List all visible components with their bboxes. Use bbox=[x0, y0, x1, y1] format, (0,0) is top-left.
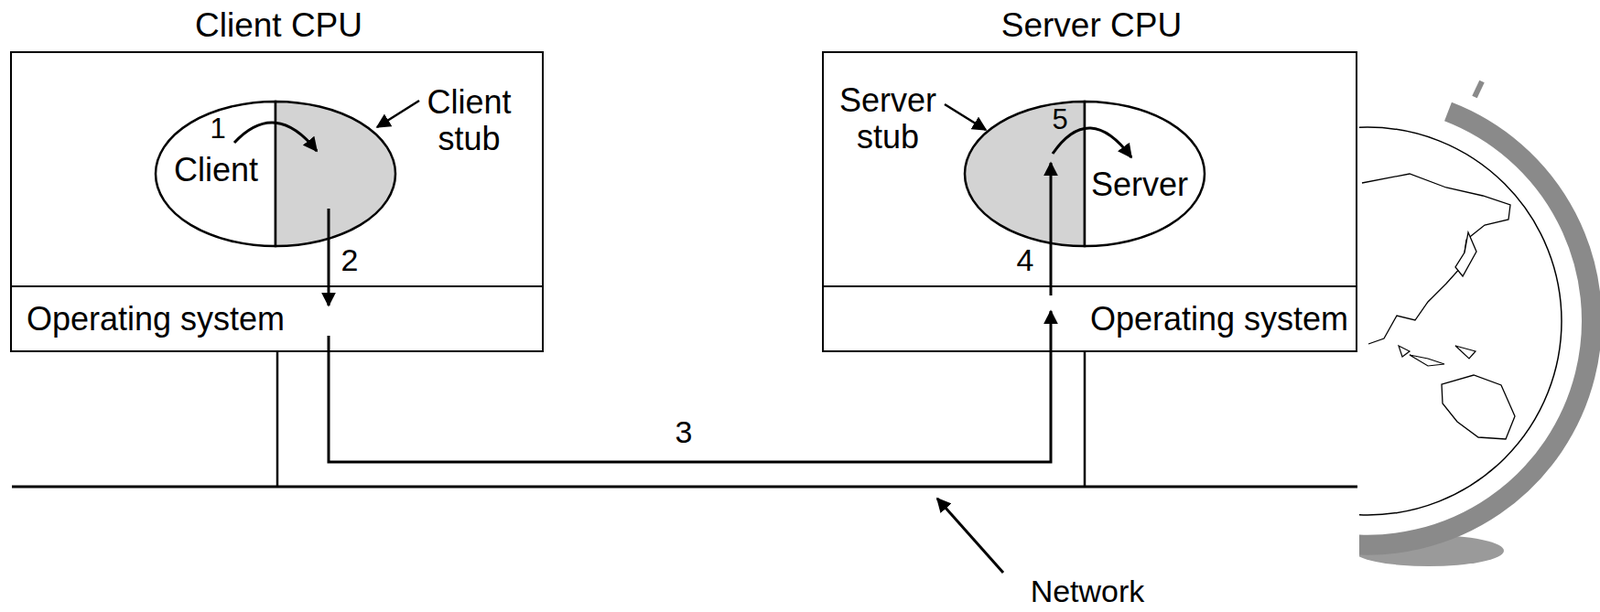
cpu-box: Server CPUServer stubServerOperating sys… bbox=[821, 51, 1358, 353]
message-arrow bbox=[327, 208, 331, 306]
island-outline bbox=[1455, 345, 1476, 359]
message-arrow bbox=[328, 311, 1051, 463]
cpu-title: Client CPU bbox=[11, 7, 546, 45]
callout-number: 2 bbox=[341, 244, 359, 276]
leader-arrow bbox=[944, 104, 986, 130]
node-label: Server bbox=[1091, 166, 1189, 204]
network-label: Network bbox=[1030, 574, 1146, 608]
callout-number: 3 bbox=[675, 416, 693, 448]
island-outline bbox=[1398, 345, 1410, 357]
globe-illustration bbox=[1359, 81, 1592, 567]
stub-label: Server stub bbox=[828, 82, 948, 156]
os-label: Operating system bbox=[26, 301, 285, 338]
os-label: Operating system bbox=[1090, 301, 1349, 338]
os-band: Operating system bbox=[11, 285, 542, 351]
globe-sphere bbox=[1359, 127, 1562, 516]
stub-label: Client stub bbox=[416, 84, 522, 158]
server-network-wire bbox=[1083, 352, 1087, 487]
stub-half: Client stub bbox=[275, 100, 397, 248]
callout-number: 1 bbox=[209, 114, 226, 143]
callout-number: 4 bbox=[1016, 244, 1035, 276]
node-label: Client bbox=[173, 151, 259, 189]
client-network-wire bbox=[276, 352, 280, 487]
leader-arrow bbox=[377, 100, 420, 128]
message-arrow bbox=[1049, 162, 1053, 296]
ellipse-half-outline bbox=[1084, 101, 1205, 247]
ellipse-half-shape bbox=[275, 100, 397, 248]
cpu-box: Client CPUClientClient stubOperating sys… bbox=[10, 51, 544, 353]
server-half: Server bbox=[1084, 100, 1206, 248]
globe-meridian-ring bbox=[1359, 111, 1592, 546]
continent-outline bbox=[1441, 375, 1515, 440]
continent-outline bbox=[1362, 173, 1511, 345]
ellipse-half-outline bbox=[155, 101, 276, 247]
ellipse-half-outline bbox=[275, 101, 396, 247]
ellipse-half-outline bbox=[964, 101, 1085, 247]
callout-number: 5 bbox=[1051, 105, 1068, 134]
leader-arrow bbox=[937, 498, 1004, 573]
cpu-title: Server CPU bbox=[823, 7, 1360, 45]
globe-axis bbox=[1474, 81, 1482, 98]
island-outline bbox=[1455, 232, 1477, 277]
os-band: Operating system bbox=[823, 285, 1356, 351]
network-line bbox=[11, 486, 1358, 489]
island-outline bbox=[1409, 355, 1445, 367]
